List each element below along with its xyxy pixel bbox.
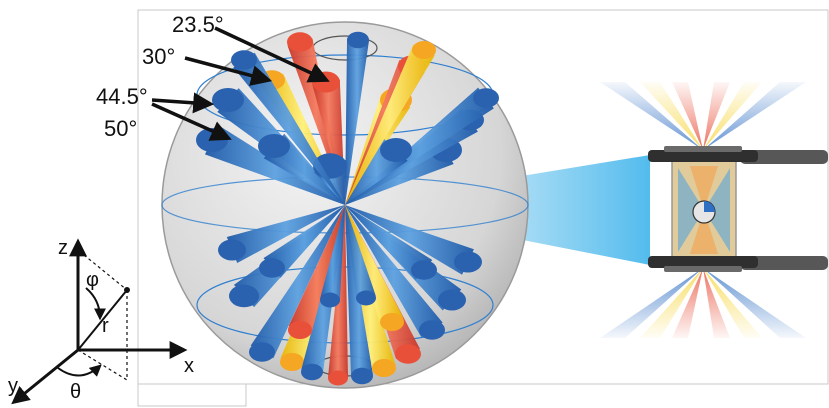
r-label: r [102, 315, 109, 337]
top-plate-rim [664, 146, 742, 152]
upper-cone-1 [204, 125, 345, 205]
arrow-30 [184, 56, 273, 86]
lower-cone-cap-0 [218, 239, 246, 261]
phi-arc [85, 287, 106, 321]
lower-cone-cap-6 [351, 367, 373, 385]
angle-label-30: 30° [142, 44, 176, 69]
lower-cone-cap-8 [395, 344, 421, 364]
upper-cone-5 [345, 39, 369, 205]
lower-cone-cap-3 [280, 353, 304, 371]
arrow-44-5 [151, 92, 215, 114]
lower-cone-0 [226, 205, 345, 264]
upper-cone-15 [233, 52, 345, 205]
lower-cone-cap-2 [249, 342, 275, 362]
fan-top-3 [672, 82, 703, 150]
top-plate [648, 150, 758, 162]
lower-cone-cap-1 [229, 284, 259, 308]
lower-cone-17 [345, 205, 376, 301]
theta-label: θ [70, 381, 82, 403]
arrow-50 [151, 102, 232, 141]
lower-cone-cap-14 [259, 258, 285, 278]
upper-arm [740, 150, 828, 164]
y-axis-label: y [8, 375, 18, 397]
lower-cone-cap-12 [288, 321, 312, 339]
upper-cone-cap-12 [258, 134, 290, 158]
upper-cone-cap-15 [231, 50, 257, 70]
x-axis-label: x [184, 355, 194, 377]
sample-holder [600, 82, 828, 338]
fan-bottom-5 [703, 268, 762, 338]
lower-detector-cones [218, 205, 482, 386]
lower-cone-cap-4 [301, 363, 323, 381]
upper-cone-8 [345, 44, 435, 205]
lower-cone-9 [345, 205, 443, 338]
bottom-plate [648, 256, 758, 268]
upper-cone-cap-8 [412, 41, 436, 59]
fan-top-5 [703, 82, 762, 150]
lower-cone-14 [263, 205, 345, 278]
lower-cone-cap-11 [454, 251, 482, 273]
lower-cone-15 [345, 205, 433, 281]
lower-cone-cap-16 [320, 292, 340, 308]
fan-top-2 [640, 82, 703, 150]
lower-cone-16 [320, 205, 345, 302]
theta-arc [57, 364, 102, 377]
lower-arm [740, 256, 828, 270]
upper-cone-cap-14 [380, 138, 412, 162]
sample-quadrant [704, 201, 715, 212]
upper-cone-cap-5 [347, 31, 369, 49]
holder-beam-right [704, 168, 730, 252]
fan-top-1 [600, 82, 703, 150]
upper-cone-cap-0 [212, 88, 244, 112]
lower-cone-cap-10 [438, 289, 466, 311]
upper-cone-cap-3 [287, 32, 313, 52]
holder-beam-bottom [690, 210, 718, 254]
z-axis-label: z [58, 237, 68, 259]
fan-bottom-6 [703, 268, 806, 338]
fan-bottom-4 [703, 268, 730, 338]
upper-detector-cones [196, 31, 499, 205]
lower-cone-cap-7 [372, 359, 396, 377]
fan-bottom-1 [600, 268, 703, 338]
angle-label-23-5: 23.5° [172, 12, 224, 37]
holder-beam-left [678, 168, 704, 252]
angle-arrows [151, 26, 330, 141]
fan-bottom-3 [672, 268, 703, 338]
angle-label-44-5: 44.5° [96, 84, 148, 109]
lower-cone-cap-17 [356, 290, 376, 306]
lower-cone-12 [288, 205, 345, 335]
lower-cone-2 [250, 205, 345, 359]
lower-cone-cap-13 [380, 313, 404, 331]
frame-tab [137, 383, 247, 407]
lower-cone-11 [345, 205, 474, 275]
fan-top-4 [703, 82, 730, 150]
angle-label-50: 50° [104, 116, 138, 141]
bottom-plate-rim [664, 266, 742, 272]
lower-cone-cap-9 [419, 320, 445, 340]
holder-beam-top [690, 166, 718, 210]
coordinate-frame [11, 238, 188, 405]
lower-cone-13 [345, 205, 404, 327]
upper-cone-cap-11 [473, 88, 499, 108]
fan-top-6 [703, 82, 806, 150]
lower-cone-cap-15 [411, 260, 437, 280]
y-axis [11, 348, 79, 405]
lower-cone-cap-5 [328, 370, 348, 386]
fan-bottom-2 [640, 268, 703, 338]
arrow-23-5 [214, 26, 330, 83]
phi-label: φ [86, 269, 99, 291]
